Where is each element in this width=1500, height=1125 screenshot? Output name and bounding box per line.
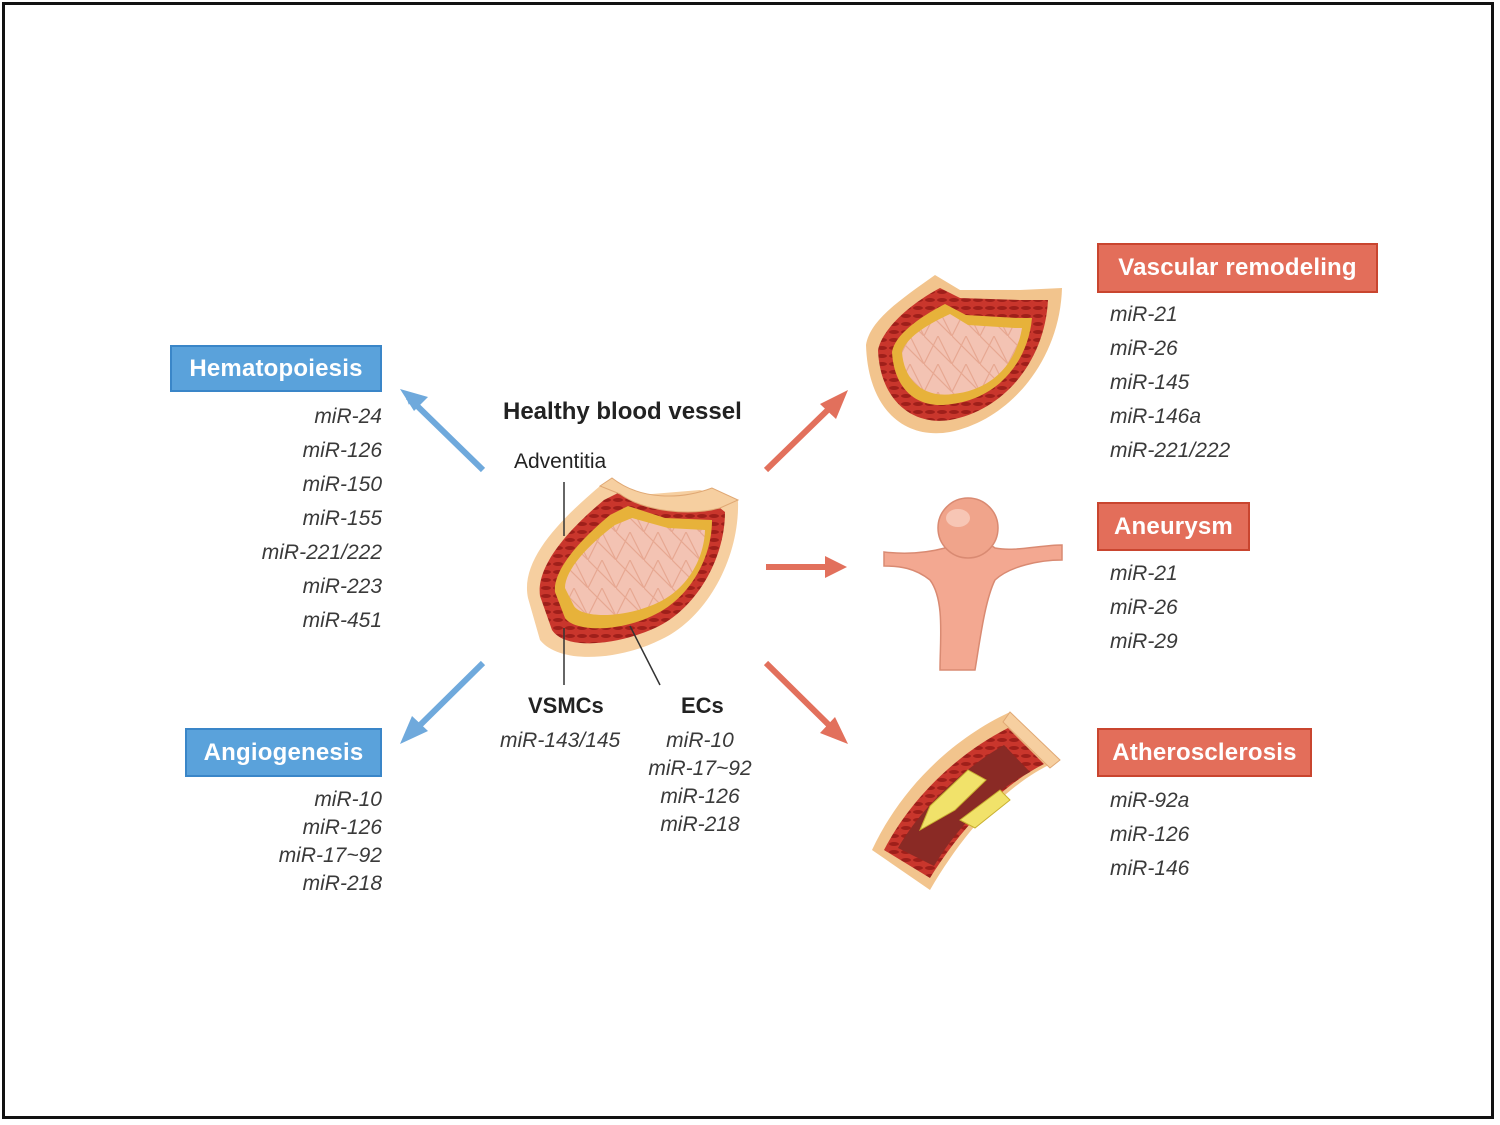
list-item: miR-17~92 xyxy=(648,757,752,780)
list-item: miR-126 xyxy=(302,439,382,462)
list-item: miR-143/145 xyxy=(500,729,621,752)
list-item: miR-26 xyxy=(1110,596,1178,619)
list-item: miR-17~92 xyxy=(278,844,382,867)
atherosclerosis-mir-list: miR-92a miR-126 miR-146 xyxy=(1110,784,1189,886)
list-item: miR-221/222 xyxy=(1110,439,1231,462)
list-item: miR-146a xyxy=(1110,405,1202,428)
vsmcs-label: VSMCs xyxy=(528,693,604,718)
list-item: miR-126 xyxy=(660,785,740,808)
list-item: miR-155 xyxy=(302,507,382,530)
list-item: miR-218 xyxy=(302,872,382,895)
list-item: miR-145 xyxy=(1110,371,1190,394)
list-item: miR-21 xyxy=(1110,562,1178,585)
arrow-to-atherosclerosis xyxy=(763,660,848,744)
arrow-to-hematopoiesis xyxy=(400,389,486,473)
aneurysm-mir-list: miR-21 miR-26 miR-29 xyxy=(1110,557,1178,659)
arrow-to-aneurysm xyxy=(766,556,847,578)
ecs-mir-list: miR-10 miR-17~92 miR-126 miR-218 xyxy=(648,727,752,839)
angiogenesis-box: Angiogenesis xyxy=(185,728,382,777)
arrow-to-vascular-remodeling xyxy=(763,390,848,473)
list-item: miR-126 xyxy=(1110,823,1190,846)
list-item: miR-223 xyxy=(302,575,382,598)
angiogenesis-mir-list: miR-10 miR-126 miR-17~92 miR-218 xyxy=(240,786,382,898)
hematopoiesis-box: Hematopoiesis xyxy=(170,345,382,392)
arrow-to-angiogenesis xyxy=(400,660,486,744)
list-item: miR-29 xyxy=(1110,630,1178,653)
vsmcs-mir-list: miR-143/145 xyxy=(500,727,620,755)
list-item: miR-146 xyxy=(1110,857,1190,880)
healthy-vessel-title: Healthy blood vessel xyxy=(503,398,742,425)
list-item: miR-451 xyxy=(302,609,382,632)
adventitia-label: Adventitia xyxy=(514,450,607,473)
list-item: miR-26 xyxy=(1110,337,1178,360)
aneurysm-illustration xyxy=(883,497,1063,671)
remodeled-vessel-illustration xyxy=(866,275,1062,434)
list-item: miR-221/222 xyxy=(261,541,382,564)
aneurysm-box: Aneurysm xyxy=(1097,502,1250,551)
healthy-vessel-illustration xyxy=(526,477,740,686)
list-item: miR-218 xyxy=(660,813,740,836)
ecs-label: ECs xyxy=(681,693,724,718)
list-item: miR-10 xyxy=(666,729,734,752)
atherosclerosis-box: Atherosclerosis xyxy=(1097,728,1312,777)
list-item: miR-150 xyxy=(302,473,382,496)
list-item: miR-21 xyxy=(1110,303,1178,326)
list-item: miR-10 xyxy=(314,788,382,811)
list-item: miR-126 xyxy=(302,816,382,839)
list-item: miR-92a xyxy=(1110,789,1190,812)
hematopoiesis-mir-list: miR-24 miR-126 miR-150 miR-155 miR-221/2… xyxy=(240,400,382,638)
vascular-remodeling-mir-list: miR-21 miR-26 miR-145 miR-146a miR-221/2… xyxy=(1110,298,1230,468)
atherosclerosis-illustration xyxy=(872,711,1061,890)
vascular-remodeling-box: Vascular remodeling xyxy=(1097,243,1378,293)
list-item: miR-24 xyxy=(314,405,382,428)
